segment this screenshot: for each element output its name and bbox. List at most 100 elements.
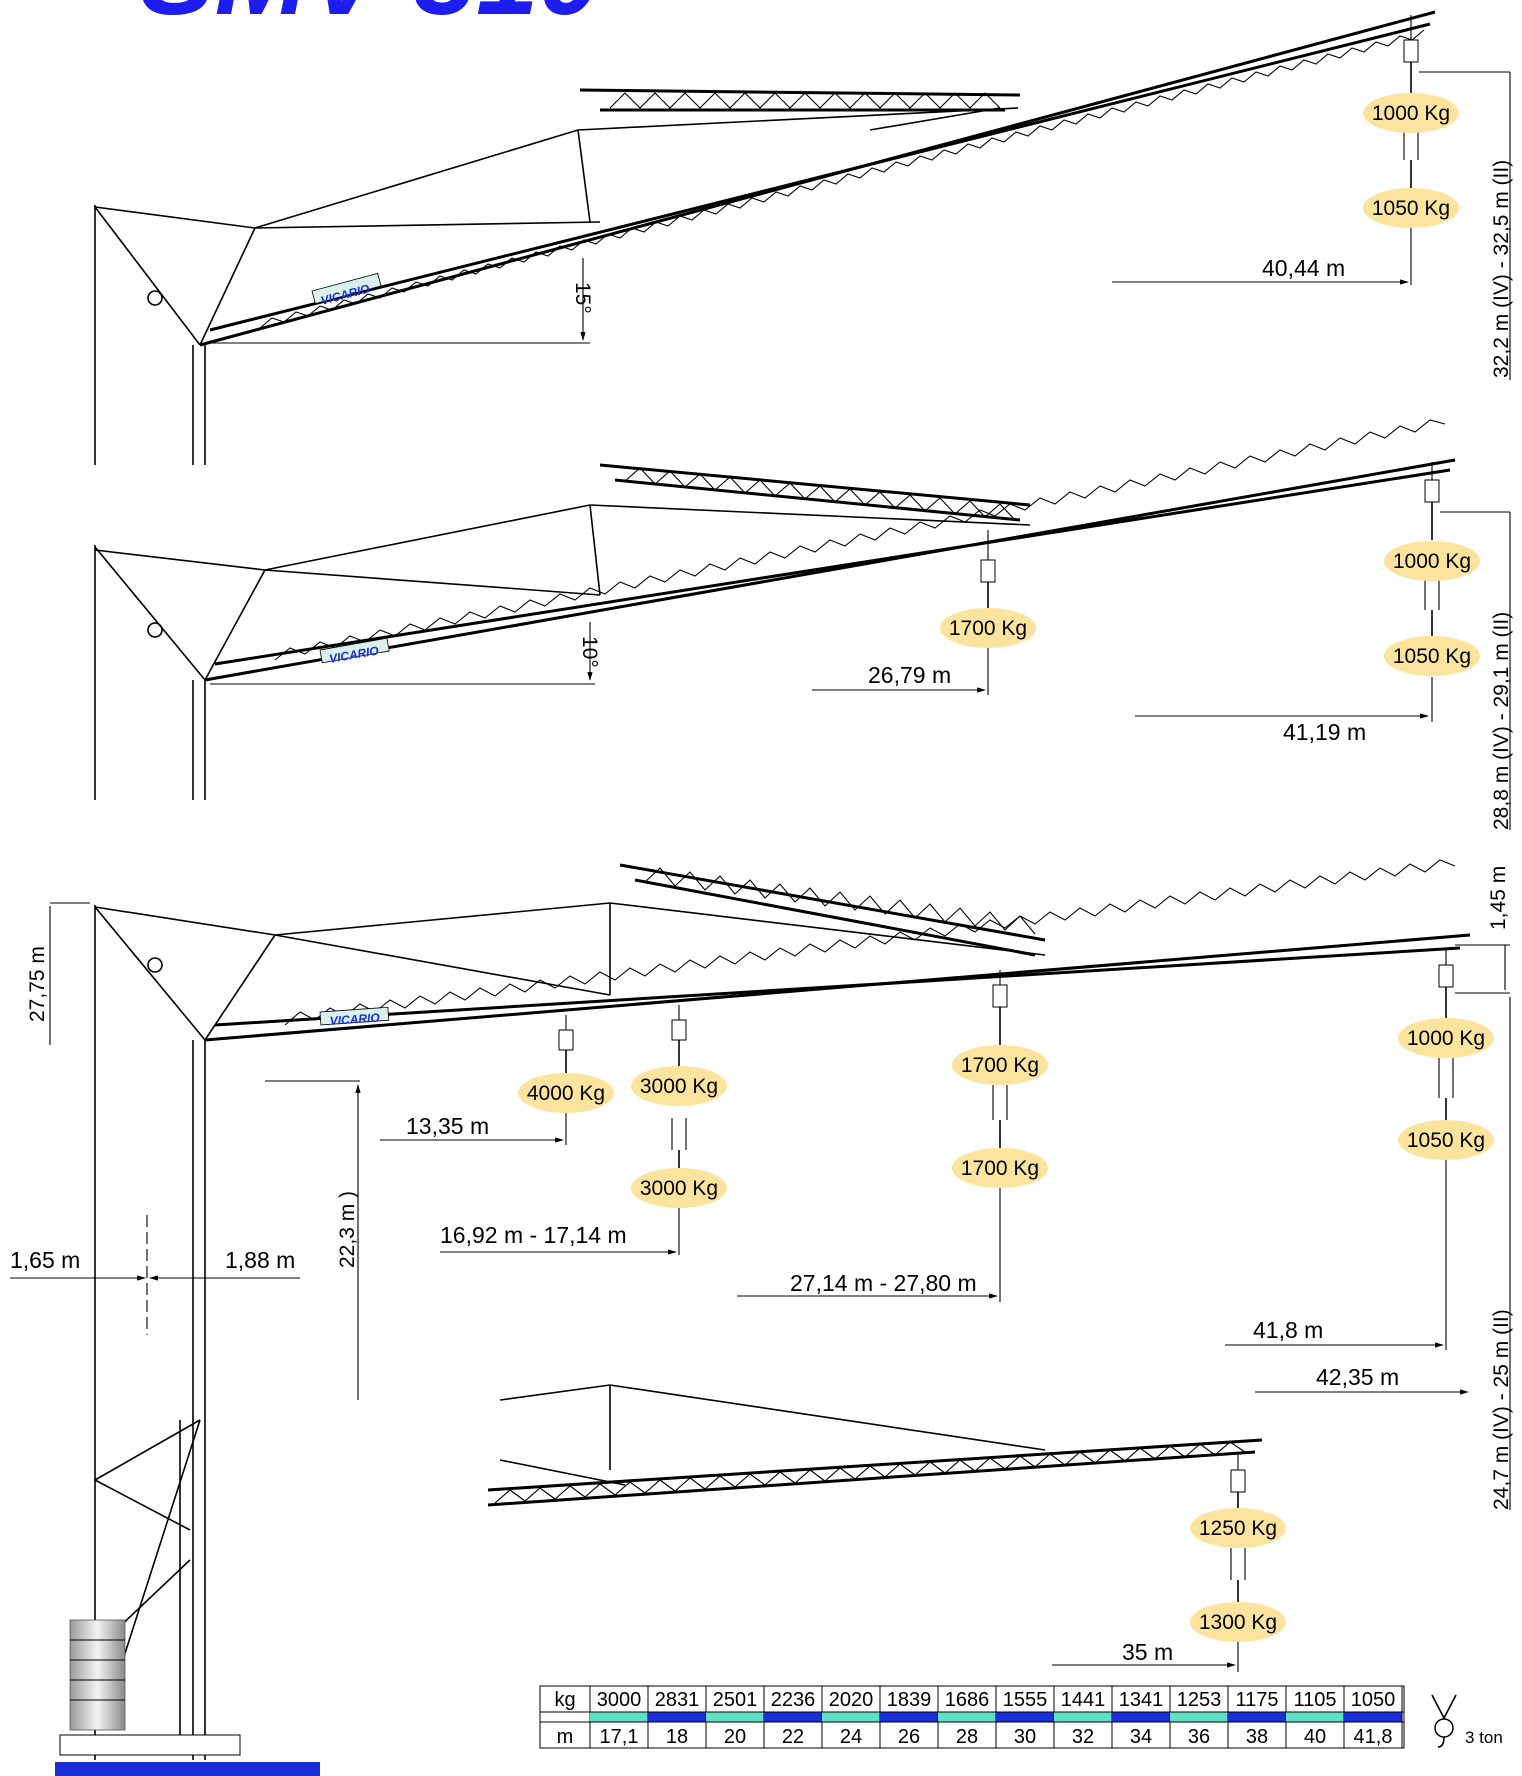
dimension-label: 41,19 m [1283, 719, 1366, 745]
load-badge: 3000 Kg [631, 1168, 727, 1208]
height-label: 32,2 m (IV) - 32,5 m (II) [1490, 160, 1513, 378]
dimension-label: 26,79 m [868, 662, 951, 688]
load-badge: 1050 Kg [1398, 1120, 1494, 1160]
dimension-label: 16,92 m - 17,14 m [440, 1222, 627, 1248]
table-cell-kg: 3000 [597, 1689, 642, 1711]
svg-text:1050 Kg: 1050 Kg [1393, 645, 1471, 668]
table-cell-m: 28 [956, 1726, 978, 1748]
load-badge: 1000 Kg [1363, 93, 1459, 133]
ballast-stack [55, 1619, 320, 1776]
table-cell-kg: 1441 [1061, 1689, 1106, 1711]
table-cell-kg: 1341 [1119, 1689, 1164, 1711]
dimension-label: 13,35 m [406, 1113, 489, 1139]
table-band [822, 1712, 880, 1722]
table-cell-m: 36 [1188, 1726, 1210, 1748]
hook-assembly [1403, 15, 1419, 285]
table-cell-kg: 2236 [771, 1689, 816, 1711]
table-cell-m: 40 [1304, 1726, 1326, 1748]
model-title: SMV 310 [140, 0, 601, 38]
config-4: 1250 Kg 1300 Kg 35 m [487, 1384, 1286, 1672]
svg-text:1700 Kg: 1700 Kg [961, 1157, 1039, 1180]
table-row-label-kg: kg [554, 1689, 575, 1711]
table-cell-m: 24 [840, 1726, 862, 1748]
dimension-label: 27,14 m - 27,80 m [790, 1270, 977, 1296]
load-badge: 1050 Kg [1363, 188, 1459, 228]
svg-text:4000 Kg: 4000 Kg [527, 1082, 605, 1105]
load-badge: 1250 Kg [1190, 1508, 1286, 1548]
table-band [1286, 1712, 1344, 1722]
table-band [590, 1712, 648, 1722]
config-1: VICARIO 15° 1000 Kg 1050 Kg 40,44 m 32,2… [94, 10, 1513, 465]
hook-height-label: 22,3 m ) [336, 1191, 359, 1268]
table-band [648, 1712, 706, 1722]
load-table: 3000 17,1 2831 18 2501 20 2236 22 2020 24 1839 26 16… [539, 1685, 1405, 1749]
dimension-label: 1,88 m [225, 1247, 295, 1273]
angle-label-2: 10° [578, 636, 601, 668]
table-cell-kg: 1050 [1351, 1689, 1396, 1711]
table-band [1054, 1712, 1112, 1722]
table-cell-kg: 1105 [1293, 1689, 1336, 1711]
hook-capacity-note: 3 ton [1465, 1728, 1503, 1747]
load-badge: 1700 Kg [952, 1148, 1048, 1188]
svg-text:1000 Kg: 1000 Kg [1372, 102, 1450, 125]
table-cell-kg: 1175 [1235, 1689, 1278, 1711]
table-cell-m: 32 [1072, 1726, 1094, 1748]
table-cell-m: 18 [666, 1726, 688, 1748]
table-band [880, 1712, 938, 1722]
table-band [1170, 1712, 1228, 1722]
config-3: VICARIO 4000 Kg 13,35 m 3000 Kg 3000 Kg … [10, 859, 1513, 1776]
svg-text:1050 Kg: 1050 Kg [1407, 1129, 1485, 1152]
table-band [706, 1712, 764, 1722]
dimension-label: 1,65 m [10, 1247, 80, 1273]
load-badge: 1700 Kg [952, 1045, 1048, 1085]
dimension-label: 35 m [1122, 1639, 1173, 1665]
table-cell-m: 41,8 [1354, 1726, 1393, 1748]
height-label: 24,7 m (IV) - 25 m (II) [1490, 1309, 1513, 1510]
dimension-label: 42,35 m [1316, 1364, 1399, 1390]
svg-text:1000 Kg: 1000 Kg [1407, 1027, 1485, 1050]
table-cell-m: 22 [782, 1726, 804, 1748]
table-cell-m: 30 [1014, 1726, 1036, 1748]
offset-label: 1,45 m [1487, 866, 1510, 930]
table-row-label-m: m [557, 1726, 574, 1748]
angle-label-1: 15° [571, 282, 594, 314]
svg-text:1700 Kg: 1700 Kg [949, 617, 1027, 640]
table-cell-m: 34 [1130, 1726, 1152, 1748]
svg-text:3000 Kg: 3000 Kg [640, 1177, 718, 1200]
brand-label: VICARIO [329, 1010, 381, 1028]
load-badge: 1000 Kg [1384, 541, 1480, 581]
height-label: 28,8 m (IV) - 29,1 m (II) [1490, 612, 1513, 830]
svg-text:1050 Kg: 1050 Kg [1372, 197, 1450, 220]
load-badge: 1300 Kg [1190, 1602, 1286, 1642]
dimension-label: 40,44 m [1262, 255, 1345, 281]
table-cell-kg: 1686 [945, 1689, 990, 1711]
hook-capacity-icon [1431, 1694, 1457, 1748]
table-cell-kg: 2831 [655, 1689, 700, 1711]
svg-text:1700 Kg: 1700 Kg [961, 1054, 1039, 1077]
table-cell-m: 20 [724, 1726, 746, 1748]
table-cell-kg: 1839 [887, 1689, 932, 1711]
table-cell-kg: 2501 [713, 1689, 758, 1711]
table-band [1228, 1712, 1286, 1722]
table-cell-kg: 2020 [829, 1689, 874, 1711]
load-badge: 1700 Kg [940, 608, 1036, 648]
table-band [1112, 1712, 1170, 1722]
svg-text:1000 Kg: 1000 Kg [1393, 550, 1471, 573]
table-band [764, 1712, 822, 1722]
table-cell-kg: 1253 [1177, 1689, 1222, 1711]
tower-height-label: 27,75 m [26, 946, 49, 1022]
table-cell-kg: 1555 [1003, 1689, 1048, 1711]
load-badge: 1000 Kg [1398, 1018, 1494, 1058]
load-badge: 1050 Kg [1384, 636, 1480, 676]
load-badge: 4000 Kg [518, 1073, 614, 1113]
table-band [938, 1712, 996, 1722]
table-cell-m: 38 [1246, 1726, 1268, 1748]
svg-text:1250 Kg: 1250 Kg [1199, 1517, 1277, 1540]
svg-text:3000 Kg: 3000 Kg [640, 1075, 718, 1098]
table-cell-m: 17,1 [600, 1726, 639, 1748]
table-cell-m: 26 [898, 1726, 920, 1748]
table-band [996, 1712, 1054, 1722]
svg-text:1300 Kg: 1300 Kg [1199, 1611, 1277, 1634]
load-badge: 3000 Kg [631, 1066, 727, 1106]
